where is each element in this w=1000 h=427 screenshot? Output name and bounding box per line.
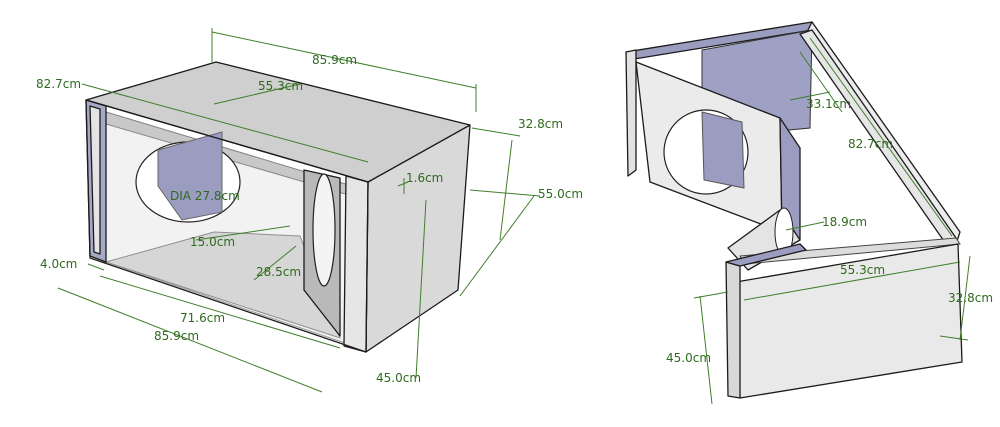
enclosure-front-outline bbox=[85, 99, 369, 353]
label-divider-height: 33.1cm bbox=[806, 97, 851, 111]
left-side-panel bbox=[625, 49, 637, 177]
enclosure-right-panel bbox=[343, 175, 369, 353]
label-height-bottom: 45.0cm bbox=[376, 371, 421, 385]
label-front-height: 32.8cm bbox=[948, 291, 993, 305]
label-inner-depth: 28.5cm bbox=[256, 265, 301, 279]
right-dimension-lines bbox=[693, 37, 971, 405]
label-port-diameter: DIA 27.8cm bbox=[170, 189, 240, 203]
label-depth-top-left: 82.7cm bbox=[36, 77, 81, 91]
panel-layout bbox=[625, 21, 963, 399]
label-inner-width: 71.6cm bbox=[180, 311, 225, 325]
label-board-thickness: 1.6cm bbox=[406, 171, 443, 185]
left-dimension-labels: 85.9cm 82.7cm 55.3cm 32.8cm 1.6cm DIA 27… bbox=[36, 53, 583, 385]
label-width-top: 85.9cm bbox=[312, 53, 357, 67]
label-port-gap: 15.0cm bbox=[190, 235, 235, 249]
divider-circle-inner bbox=[701, 111, 745, 189]
left-dimension-lines bbox=[57, 28, 541, 393]
assembled-enclosure bbox=[85, 61, 471, 353]
label-width-bottom: 85.9cm bbox=[154, 329, 199, 343]
label-depth-right: 55.0cm bbox=[538, 187, 583, 201]
label-left-height: 45.0cm bbox=[666, 351, 711, 365]
enclosure-left-panel-front bbox=[89, 105, 101, 255]
label-front-width: 55.3cm bbox=[840, 263, 885, 277]
right-dimension-labels: 33.1cm 82.7cm 18.9cm 55.3cm 32.8cm 45.0c… bbox=[666, 97, 993, 365]
port-opening bbox=[312, 173, 336, 287]
front-panel-edge bbox=[725, 261, 741, 399]
enclosure-floor bbox=[104, 231, 341, 339]
label-divider-gap: 18.9cm bbox=[822, 215, 867, 229]
label-side-thickness: 4.0cm bbox=[40, 257, 77, 271]
front-panel-top bbox=[725, 243, 807, 267]
label-height-right: 32.8cm bbox=[518, 117, 563, 131]
woofer-cutout-inner bbox=[157, 131, 223, 221]
label-back-depth: 82.7cm bbox=[848, 137, 893, 151]
label-top-inner: 55.3cm bbox=[258, 79, 303, 93]
